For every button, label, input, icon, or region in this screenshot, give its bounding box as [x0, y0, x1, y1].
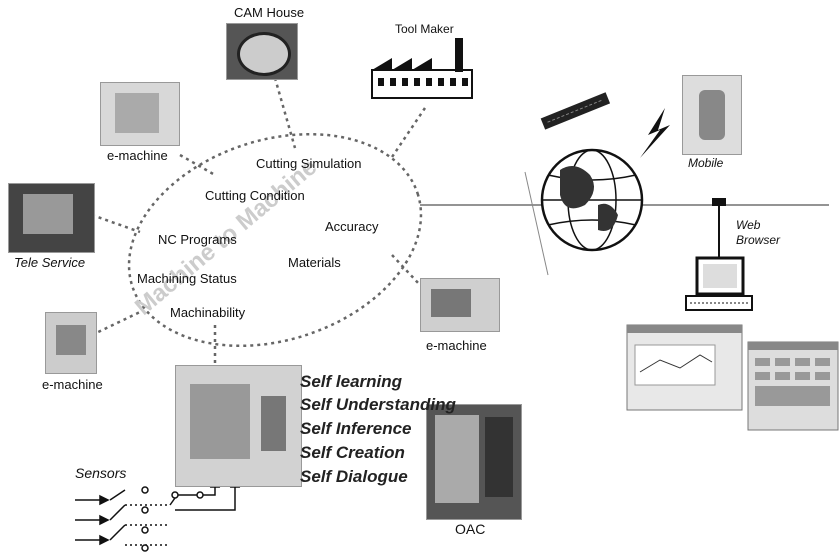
link-e-machine-right [391, 254, 421, 286]
self-creation: Self Creation [300, 443, 405, 462]
link-e-machine-top [179, 153, 216, 177]
e-machine-right-image [420, 278, 500, 332]
hub-item-accuracy: Accuracy [325, 219, 379, 234]
label-e-machine-top: e-machine [107, 148, 168, 163]
cam-house-image [226, 23, 298, 80]
globe-icon [540, 148, 644, 252]
link-cam-house [273, 77, 297, 149]
label-mobile: Mobile [688, 156, 724, 170]
hub-item-machinability: Machinability [170, 305, 246, 320]
hub-item-materials: Materials [288, 255, 341, 270]
label-tool-maker: Tool Maker [395, 22, 454, 36]
self-understanding: Self Understanding [300, 395, 456, 414]
wireless-signal-icon [640, 108, 670, 158]
self-inference: Self Inference [300, 419, 412, 438]
self-machine-image [175, 365, 302, 487]
software-screens [626, 324, 839, 431]
computer-icon [685, 256, 753, 311]
oac-image [426, 404, 522, 520]
link-tele-service [91, 213, 141, 234]
label-e-machine-left: e-machine [42, 377, 103, 392]
link-tool-maker [388, 107, 427, 161]
label-browser: Browser [736, 233, 781, 247]
hub-ellipse [127, 132, 423, 348]
mobile-image [682, 75, 742, 155]
e-machine-top-image [100, 82, 180, 146]
label-sensors: Sensors [75, 465, 127, 481]
hub-item-cutting-condition: Cutting Condition [205, 188, 305, 203]
satellite-icon [540, 92, 611, 130]
sensor-network [75, 476, 241, 552]
label-cam-house: CAM House [234, 5, 305, 20]
label-web: Web [736, 218, 761, 232]
label-e-machine-right: e-machine [426, 338, 487, 353]
e-machine-left-image [45, 312, 97, 374]
hub-item-machining-status: Machining Status [137, 271, 237, 286]
self-learning: Self learning [300, 372, 403, 391]
label-oac: OAC [455, 521, 486, 537]
hub-item-nc-programs: NC Programs [158, 232, 237, 247]
tele-service-image [8, 183, 95, 253]
factory-icon [371, 38, 473, 99]
link-e-machine-left [91, 310, 141, 337]
label-tele-service: Tele Service [14, 255, 86, 270]
hub-item-cutting-simulation: Cutting Simulation [256, 156, 362, 171]
self-dialogue: Self Dialogue [300, 467, 408, 486]
